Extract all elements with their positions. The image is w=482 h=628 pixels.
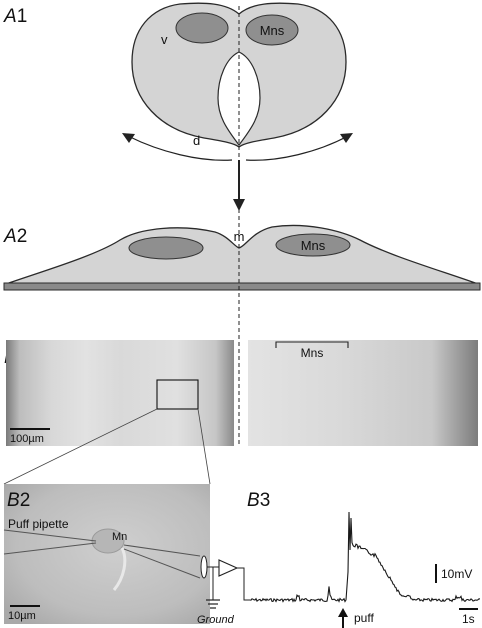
puff-label: puff [354, 611, 374, 625]
b1-motoneurons-label: Mns [301, 346, 324, 360]
unfold-arrowhead-left [122, 133, 135, 143]
recording-pipette-upper [123, 544, 201, 557]
a2-motor-pool-left [128, 236, 204, 260]
a2-midline-label: m [234, 229, 245, 244]
dic-micrograph-b1 [6, 340, 478, 446]
b1-zoom-box [156, 379, 199, 410]
b1-scale-label: 100µm [10, 433, 44, 445]
b2-dendrite [112, 547, 127, 591]
spinal-cord-cross-section [131, 2, 347, 148]
electrode-holder [200, 555, 208, 579]
puff-arrow-icon [338, 608, 348, 617]
panel-label-b2: B2 [7, 490, 30, 511]
b1-right-slice [248, 340, 478, 446]
unfold-arrow-left [127, 135, 233, 161]
unfold-arrowhead-right [340, 133, 353, 143]
puff-pipette-lower [3, 542, 97, 555]
a1-ventral-label: v [161, 32, 168, 47]
unfold-arrow-right [245, 135, 349, 161]
a2-motoneurons-label: Mns [301, 238, 326, 253]
ground-label: Ground [197, 614, 235, 626]
recording-chamber-base [3, 282, 481, 291]
membrane-potential-trace [249, 511, 481, 603]
a2-motor-pool-right [275, 233, 351, 257]
recording-pipette-lower [123, 548, 201, 579]
motor-pool-right [245, 14, 299, 46]
b1-motoneuron-bracket [275, 341, 349, 348]
a1-motoneurons-label: Mns [260, 23, 285, 38]
zoom-line-left [3, 408, 158, 485]
zoom-line-right [197, 408, 211, 485]
amplifier-triangle [218, 559, 239, 577]
b2-pipette-label: Puff pipette [8, 517, 69, 531]
dic-micrograph-b2 [4, 484, 210, 624]
puff-pipette-upper [3, 529, 97, 542]
time-scale-label: 1s [462, 612, 475, 626]
b2-neuron-label: Mn [112, 531, 127, 543]
motor-pool-left [175, 12, 229, 44]
panel-label-a2: A2 [3, 226, 27, 247]
amplifier-output [237, 567, 250, 601]
flattened-preparation [3, 224, 481, 291]
a1-dorsal-label: d [193, 133, 200, 148]
panel-label-b3: B3 [247, 490, 270, 511]
voltage-scale-label: 10mV [441, 567, 472, 581]
panel-label-a1: A1 [3, 6, 27, 27]
b1-left-slice [6, 340, 234, 446]
b1-midline-gap [234, 340, 248, 446]
b2-scale-label: 10µm [8, 610, 36, 622]
amplifier-circuit [200, 555, 250, 609]
b2-image [4, 484, 210, 624]
